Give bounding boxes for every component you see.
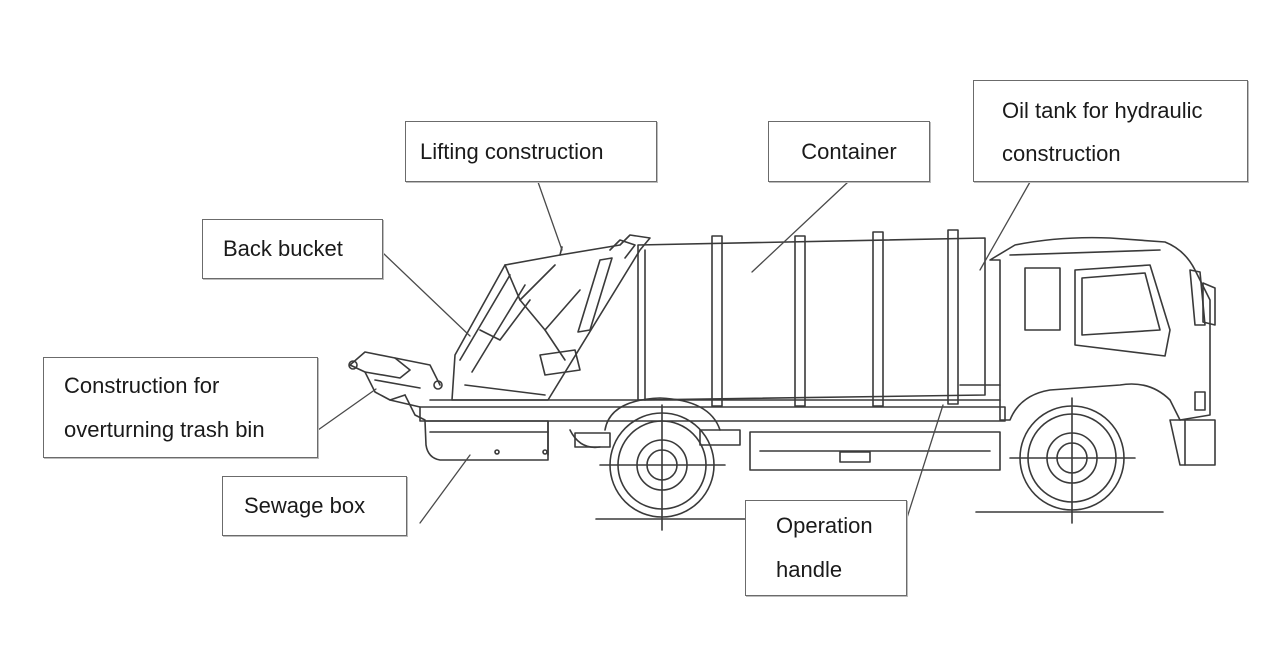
callout-sewage-box: Sewage box: [222, 476, 407, 536]
label-oil-tank-line1: Oil tank for hydraulic: [1002, 98, 1203, 123]
ground-lines: [595, 511, 1164, 520]
label-container: Container: [801, 139, 897, 164]
callout-oil-tank: Oil tank for hydraulic construction: [973, 80, 1248, 182]
callout-operation-handle: Operation handle: [745, 500, 907, 596]
label-operation-line1: Operation: [776, 513, 873, 538]
callout-overturning-trash-bin: Construction for overturning trash bin: [43, 357, 318, 458]
label-oil-tank-line2: construction: [1002, 141, 1121, 166]
label-overturning-line2: overturning trash bin: [64, 417, 265, 442]
callout-back-bucket: Back bucket: [202, 219, 383, 279]
overturning-mechanism-shape: [348, 351, 443, 421]
leader-lines: [317, 181, 1081, 525]
container-body-shape: [637, 229, 1001, 407]
callout-container: Container: [768, 121, 930, 182]
label-operation-line2: handle: [776, 557, 843, 582]
sewage-box-shape: [424, 420, 549, 461]
label-overturning-line1: Construction for: [64, 373, 220, 398]
back-bucket-shape: [451, 234, 651, 401]
rear-wheel-shape: [599, 397, 726, 531]
label-lifting-construction: Lifting construction: [420, 139, 604, 164]
label-back-bucket: Back bucket: [223, 236, 343, 261]
cab-shape: [989, 236, 1216, 466]
label-sewage-box: Sewage box: [244, 493, 366, 518]
callout-lifting-construction: Lifting construction: [405, 121, 657, 182]
front-wheel-shape: [1009, 397, 1136, 524]
